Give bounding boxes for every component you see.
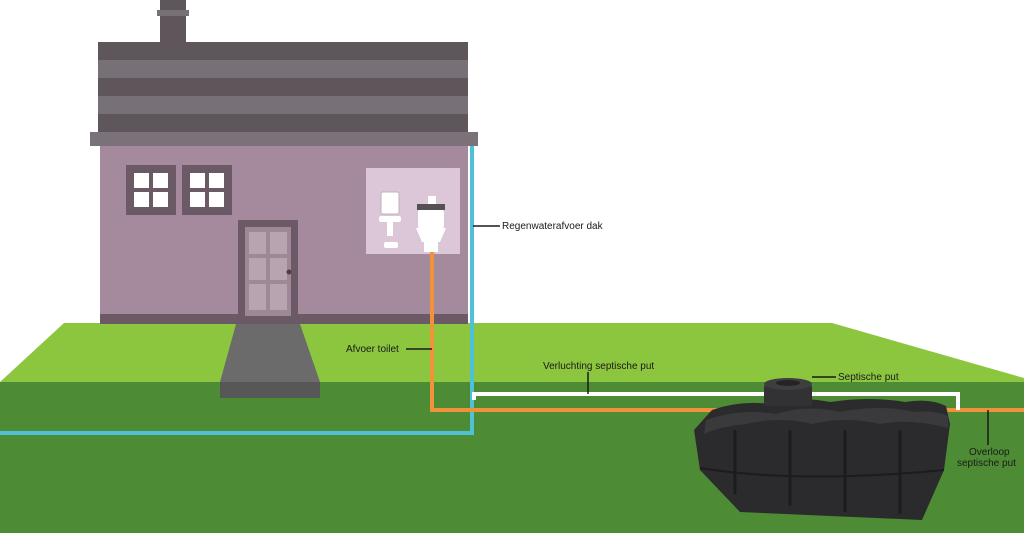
label-rainwater: Regenwaterafvoer dak [502,221,604,232]
roof-stripe [98,96,468,114]
roof-stripe [98,42,468,60]
label-overflow-line2: septische put [957,458,1016,469]
bathroom [366,168,460,254]
house [90,0,478,324]
sink-icon [379,191,401,248]
chimney [160,0,186,44]
label-ventilation: Verluchting septische put [543,361,654,372]
roof-stripe [98,114,468,132]
label-septic: Septische put [838,372,899,383]
garden-path-front [220,382,320,398]
garden-path [220,324,320,382]
roof-eave [90,132,478,146]
toilet-icon [416,196,446,252]
window-icon [126,165,176,215]
chimney-cap [157,10,189,16]
label-toilet: Afvoer toilet [346,344,399,355]
door-icon [238,220,298,316]
roof-stripe [98,60,468,78]
label-overflow-line1: Overloop [969,447,1010,458]
ventilation-pipe [472,392,960,410]
roof-stripe [98,78,468,96]
window-icon [182,165,232,215]
rainwater-pipe [0,146,474,435]
septic-tank-icon [694,378,950,520]
house-base [100,314,468,324]
